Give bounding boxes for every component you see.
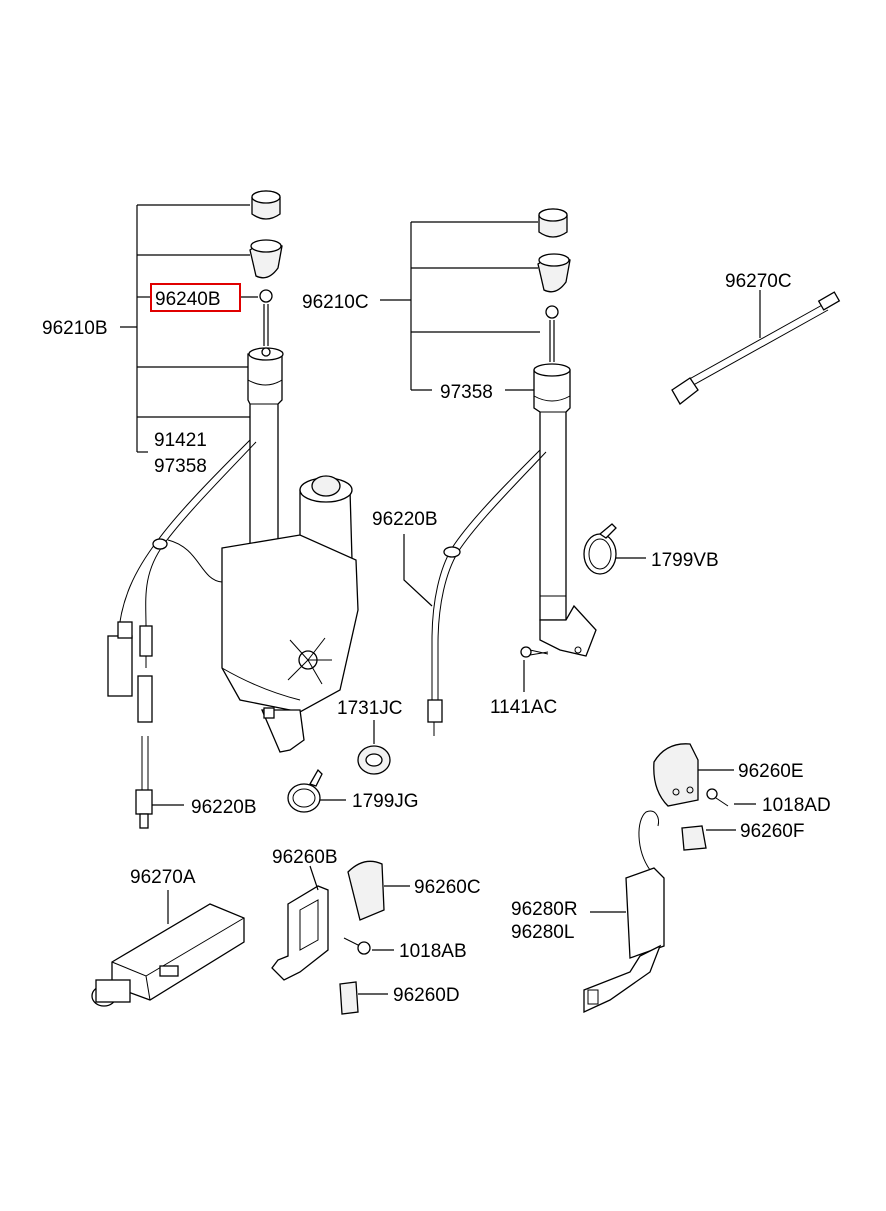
- bezel-right-part[interactable]: [537, 253, 571, 293]
- label-96280L: 96280L: [511, 922, 574, 943]
- label-97358-right: 97358: [440, 382, 493, 403]
- label-1799JG: 1799JG: [352, 791, 419, 812]
- grommet-cap-part[interactable]: [251, 190, 281, 220]
- amplifier-96280-part[interactable]: [583, 810, 665, 1014]
- pad-96260D-part[interactable]: [339, 981, 359, 1015]
- label-96210B: 96210B: [42, 318, 108, 339]
- label-96220B-bottom: 96220B: [191, 797, 257, 818]
- antenna-mast-housing[interactable]: [247, 347, 284, 561]
- label-96220B-mid: 96220B: [372, 509, 438, 530]
- antenna-assembly-right: [380, 208, 597, 736]
- antenna-tip-ball-part[interactable]: [259, 289, 273, 346]
- label-96260E: 96260E: [738, 761, 804, 782]
- clamp-1799VB-part[interactable]: [583, 523, 617, 575]
- label-1141AC: 1141AC: [490, 697, 557, 718]
- bracket-96260B-part[interactable]: [271, 885, 329, 981]
- bezel-part[interactable]: [249, 239, 283, 279]
- label-91421: 91421: [154, 430, 207, 451]
- label-1731JC: 1731JC: [337, 698, 403, 719]
- grommet-cap-right-part[interactable]: [538, 208, 568, 238]
- antenna-assembly-left: [107, 190, 359, 829]
- cable-connector-lower-part[interactable]: [135, 675, 153, 829]
- label-96270A: 96270A: [130, 867, 196, 888]
- label-1018AD: 1018AD: [762, 795, 831, 816]
- label-96260D: 96260D: [393, 985, 460, 1006]
- grommet-1731JC-part[interactable]: [357, 745, 391, 775]
- label-1018AB: 1018AB: [399, 941, 467, 962]
- label-96270C: 96270C: [725, 271, 792, 292]
- label-96210C: 96210C: [302, 292, 369, 313]
- antenna-cable-right-part[interactable]: [427, 449, 547, 736]
- box-96270A-part[interactable]: [91, 903, 245, 1007]
- cable-96270C-part[interactable]: [671, 291, 841, 405]
- label-96260F: 96260F: [740, 821, 804, 842]
- label-96260B: 96260B: [272, 847, 338, 868]
- screw-1018AD-part[interactable]: [706, 788, 729, 807]
- cover-96260C-part[interactable]: [347, 860, 385, 921]
- antenna-mast-housing-right[interactable]: [533, 363, 597, 657]
- antenna-cable-left[interactable]: [107, 439, 257, 697]
- label-96260C: 96260C: [414, 877, 481, 898]
- screw-1141AC-part[interactable]: [520, 646, 549, 658]
- label-1799VB: 1799VB: [651, 550, 719, 571]
- antenna-tip-ball-right-part[interactable]: [545, 305, 559, 362]
- clamp-1799JG-part[interactable]: [287, 768, 323, 813]
- label-96240B: 96240B: [155, 289, 221, 310]
- highlight-box: [150, 283, 241, 312]
- antenna-motor-body[interactable]: [221, 475, 359, 753]
- label-97358-left: 97358: [154, 456, 207, 477]
- label-96280R: 96280R: [511, 899, 578, 920]
- pad-96260F-part[interactable]: [681, 825, 707, 851]
- screw-1018AB-part[interactable]: [343, 937, 371, 955]
- cover-96260E-part[interactable]: [653, 743, 699, 807]
